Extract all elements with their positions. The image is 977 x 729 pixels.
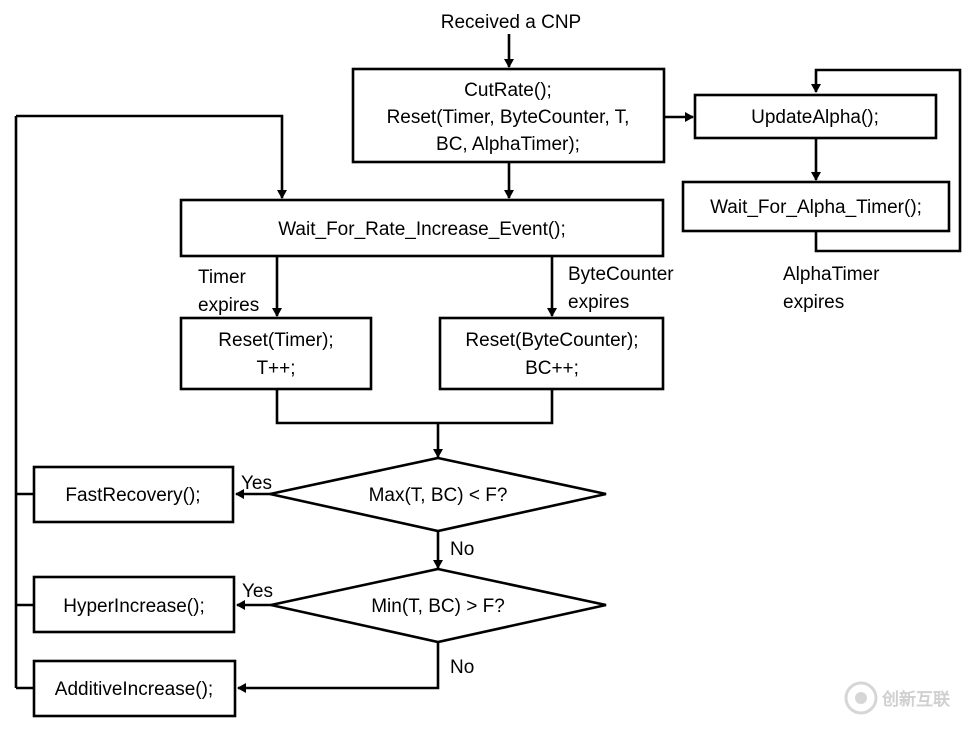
no-max-label: No — [450, 539, 474, 560]
cutrate-line-1: CutRate(); — [464, 80, 552, 101]
node-decision-min: Min(T, BC) > F? — [270, 567, 607, 644]
node-reset-timer: Reset(Timer); T++; — [179, 316, 373, 391]
node-decision-max: Max(T, BC) < F? — [269, 456, 607, 533]
no-min-label: No — [450, 657, 474, 678]
wait-alpha-label: Wait_For_Alpha_Timer(); — [710, 197, 922, 218]
wait-alpha-box — [681, 180, 951, 233]
reset-bytecounter-line-2: BC++; — [525, 358, 579, 379]
wait-rate-label: Wait_For_Rate_Increase_Event(); — [278, 219, 566, 240]
hyperincrease-box — [32, 575, 236, 634]
watermark-text: 创新互联 — [881, 689, 950, 710]
cutrate-line-2: Reset(Timer, ByteCounter, T, — [387, 107, 630, 128]
node-fastrecovery: FastRecovery(); — [32, 465, 235, 524]
cutrate-box — [351, 67, 666, 164]
additiveincrease-box — [32, 659, 237, 718]
node-reset-bytecounter: Reset(ByteCounter); BC++; — [438, 316, 665, 391]
watermark-logo-icon — [844, 681, 878, 715]
start-label: Received a CNP — [441, 12, 581, 33]
alphatimer-expires-line-2: expires — [783, 292, 844, 313]
watermark: 创新互联 — [844, 681, 950, 715]
reset-bytecounter-box — [438, 316, 665, 391]
node-hyperincrease: HyperIncrease(); — [32, 575, 236, 634]
arrow-min-no — [237, 642, 440, 693]
decision-max-label: Max(T, BC) < F? — [369, 485, 508, 506]
alphatimer-expires-line-1: AlphaTimer — [783, 264, 880, 285]
updatealpha-label: UpdateAlpha(); — [751, 107, 879, 128]
hyperincrease-label: HyperIncrease(); — [63, 596, 205, 617]
timer-expires-line-2: expires — [198, 295, 259, 316]
watermark-logo-dot-icon — [855, 692, 867, 704]
wait-rate-box — [179, 198, 665, 258]
reset-timer-box — [179, 316, 373, 391]
additiveincrease-label: AdditiveIncrease(); — [55, 679, 213, 700]
decision-min-diamond — [270, 567, 607, 644]
yes-hyper-label: Yes — [242, 581, 273, 602]
yes-fast-label: Yes — [241, 473, 272, 494]
node-wait-rate: Wait_For_Rate_Increase_Event(); — [179, 198, 665, 258]
fastrecovery-box — [32, 465, 235, 524]
node-updatealpha: UpdateAlpha(); — [693, 93, 938, 140]
updatealpha-box — [693, 93, 938, 140]
alpha-timer-loop — [811, 68, 962, 253]
reset-bytecounter-line-1: Reset(ByteCounter); — [465, 330, 638, 351]
bytecounter-expires-line-1: ByteCounter — [568, 264, 674, 285]
timer-expires-line-1: Timer — [198, 267, 247, 288]
node-additiveincrease: AdditiveIncrease(); — [32, 659, 237, 718]
decision-max-diamond — [269, 456, 607, 533]
node-wait-alpha: Wait_For_Alpha_Timer(); — [681, 180, 951, 233]
fastrecovery-label: FastRecovery(); — [65, 485, 200, 506]
return-to-wait — [16, 114, 287, 199]
decision-min-label: Min(T, BC) > F? — [371, 596, 505, 617]
merge-line — [275, 389, 554, 425]
reset-timer-line-2: T++; — [256, 358, 295, 379]
reset-timer-line-1: Reset(Timer); — [218, 330, 333, 351]
connectors — [14, 34, 962, 693]
bytecounter-expires-line-2: expires — [568, 292, 629, 313]
node-cutrate: CutRate(); Reset(Timer, ByteCounter, T, … — [351, 67, 666, 164]
cutrate-line-3: BC, AlphaTimer); — [436, 134, 580, 155]
